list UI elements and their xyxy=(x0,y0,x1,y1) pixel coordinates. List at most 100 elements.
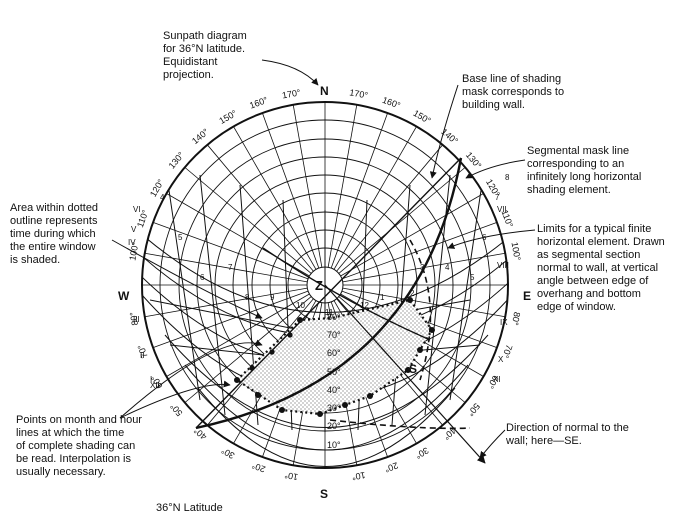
hour-label: 7 xyxy=(228,263,233,272)
reading-points xyxy=(234,297,435,417)
azimuth-spoke xyxy=(152,222,309,280)
reading-point xyxy=(417,347,423,353)
altitude-label: 20° xyxy=(327,421,341,431)
azimuth-label: 160° xyxy=(248,95,269,111)
month-label: VIII xyxy=(497,261,509,270)
hour-label: 3 xyxy=(420,263,425,272)
sun-path-june xyxy=(142,204,508,313)
month-label: IX xyxy=(500,318,508,327)
azimuth-label: 10° xyxy=(283,470,299,482)
azimuth-label: 150° xyxy=(217,108,238,126)
altitude-label: 50° xyxy=(327,367,341,377)
azimuth-spoke xyxy=(292,104,323,268)
hour-label: 5 xyxy=(178,233,183,242)
east-label: E xyxy=(523,289,531,303)
base-line-note: Base line of shading mask corresponds to… xyxy=(462,73,565,111)
mask-lines xyxy=(195,157,486,464)
azimuth-spoke xyxy=(207,144,314,272)
sunpath-title-note: Sunpath diagram for 36°N latitude. Equid… xyxy=(163,30,247,81)
reading-point xyxy=(367,393,373,399)
pointer-sunpath xyxy=(261,59,319,86)
normal-direction-line xyxy=(324,284,486,464)
azimuth-label: 70° xyxy=(136,343,150,360)
reading-point xyxy=(234,377,240,383)
reading-point xyxy=(255,392,261,398)
hour-label: 8 xyxy=(505,173,510,182)
pointer-direction xyxy=(479,429,506,459)
reading-point xyxy=(407,297,413,303)
azimuth-spoke xyxy=(327,104,358,268)
azimuth-spoke xyxy=(152,290,309,348)
hour-label: 8 xyxy=(245,293,250,302)
finite-limit-line xyxy=(262,247,431,341)
azimuth-label: 120° xyxy=(484,177,502,198)
finite-limit-dashed xyxy=(329,419,471,430)
azimuth-label: 100° xyxy=(510,241,523,261)
reading-point xyxy=(249,365,255,371)
hour-label: 6 xyxy=(200,273,205,282)
reading-point xyxy=(279,407,285,413)
reading-point xyxy=(269,349,275,355)
azimuth-label: 30° xyxy=(413,445,430,461)
azimuth-spoke xyxy=(341,222,498,280)
pointer-segmental xyxy=(465,159,526,179)
altitude-label: 80° xyxy=(327,312,341,322)
normal-label: S xyxy=(409,362,417,376)
azimuth-label: 70° xyxy=(500,343,514,360)
azimuth-spoke xyxy=(144,287,308,318)
segmental-mask-note: Segmental mask line corresponding to an … xyxy=(527,145,642,196)
month-label: IV xyxy=(128,238,136,247)
reading-point xyxy=(342,402,348,408)
hour-label: 12 xyxy=(360,301,369,310)
month-label: VI xyxy=(133,205,141,214)
azimuth-label: 40° xyxy=(192,425,209,442)
month-label: VII xyxy=(497,205,507,214)
month-label: II xyxy=(140,351,144,360)
azimuth-spoke xyxy=(338,167,466,274)
azimuth-spoke xyxy=(166,293,310,377)
reading-point xyxy=(287,332,293,338)
month-label: III xyxy=(133,315,140,324)
azimuth-label: 170° xyxy=(281,87,301,100)
zenith-label: Z xyxy=(315,278,323,293)
hour-label: 9 xyxy=(270,293,275,302)
month-label: I xyxy=(150,375,152,384)
hour-label: 7 xyxy=(495,193,500,202)
month-label: V xyxy=(131,225,137,234)
azimuth-spoke xyxy=(342,287,506,318)
finite-limit-dashed xyxy=(409,239,432,381)
reading-point xyxy=(405,367,411,373)
azimuth-label: 170° xyxy=(349,87,369,100)
pointer-points xyxy=(119,380,231,419)
pointer-limits xyxy=(447,229,536,249)
base-line xyxy=(195,157,462,429)
month-label: XII xyxy=(150,381,160,390)
pointer-dotted-area xyxy=(111,239,263,319)
pointer-points-2 xyxy=(119,339,263,419)
altitude-label: 60° xyxy=(327,348,341,358)
azimuth-label: 10° xyxy=(351,470,367,482)
south-label: S xyxy=(320,487,328,501)
points-note: Points on month and hour lines at which … xyxy=(16,414,142,478)
north-label: N xyxy=(320,84,329,98)
hour-label: 4 xyxy=(445,263,450,272)
azimuth-label: 30° xyxy=(219,445,236,461)
azimuth-label: 80° xyxy=(510,311,522,327)
month-label: XI xyxy=(493,375,501,384)
azimuth-spoke xyxy=(233,126,317,270)
sun-path-february-october xyxy=(164,334,489,428)
hour-line xyxy=(449,169,485,401)
reading-point xyxy=(297,317,303,323)
azimuth-label: 100° xyxy=(127,241,140,261)
azimuth-label: 160° xyxy=(381,95,402,111)
dotted-outline xyxy=(235,298,434,416)
segmental-mask-line xyxy=(195,157,463,430)
azimuth-label: 50° xyxy=(465,401,482,418)
azimuth-label: 20° xyxy=(250,460,267,474)
reading-point xyxy=(429,327,435,333)
pointer-base-line xyxy=(429,84,459,179)
azimuth-spoke xyxy=(184,167,312,274)
hour-label: 11 xyxy=(325,308,334,317)
azimuth-spoke xyxy=(262,112,320,269)
